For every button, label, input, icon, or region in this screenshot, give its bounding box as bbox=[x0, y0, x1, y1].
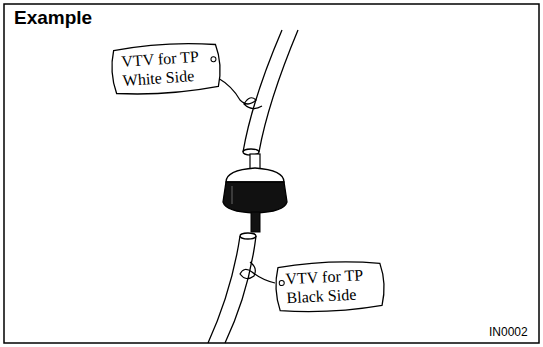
figure-title: Example bbox=[14, 7, 92, 29]
vtv-valve bbox=[223, 154, 287, 232]
figure-code: IN0002 bbox=[489, 325, 528, 339]
frame bbox=[4, 4, 539, 343]
upper-hose bbox=[243, 30, 298, 155]
lower-hose bbox=[208, 233, 256, 343]
hose-tag: VTV for TP White Side bbox=[110, 40, 221, 96]
tag-string bbox=[218, 78, 275, 283]
tag-text: VTV for TP White Side bbox=[110, 40, 221, 96]
hose-tag: VTV for TP Black Side bbox=[275, 259, 385, 314]
tag-text: VTV for TP Black Side bbox=[275, 259, 385, 314]
